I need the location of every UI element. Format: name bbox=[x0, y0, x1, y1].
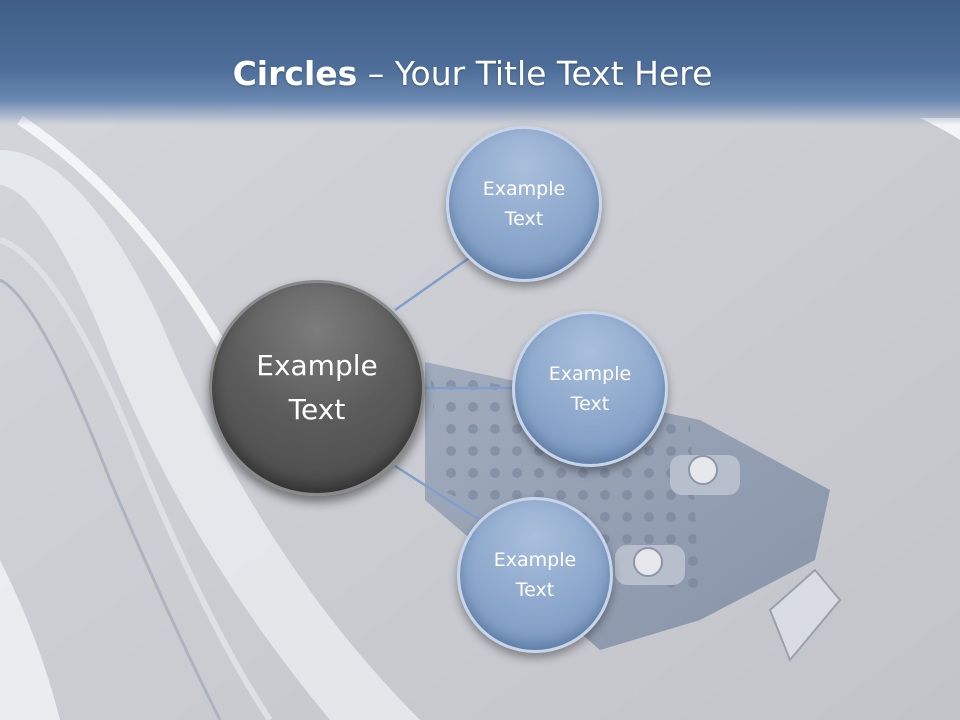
satellite-2-label-line1: Example bbox=[548, 363, 632, 385]
satellite-1-label-line2: Text bbox=[504, 208, 544, 230]
satellite-3-label-line2: Text bbox=[515, 579, 555, 601]
connector-line-1 bbox=[394, 254, 473, 312]
slide-title-rest: – Your Title Text Here bbox=[357, 54, 713, 93]
center-label-line2: Text bbox=[288, 393, 346, 426]
satellite-2-label-line2: Text bbox=[570, 393, 610, 415]
satellite-1-label-line1: Example bbox=[482, 178, 566, 200]
satellite-3-label-line1: Example bbox=[493, 549, 577, 571]
center-label-line1: Example bbox=[256, 349, 378, 382]
slide-title: Circles – Your Title Text Here bbox=[0, 52, 945, 96]
connector-line-3 bbox=[394, 464, 479, 521]
title-bar bbox=[0, 0, 960, 125]
slide-title-bold: Circles bbox=[232, 54, 358, 93]
